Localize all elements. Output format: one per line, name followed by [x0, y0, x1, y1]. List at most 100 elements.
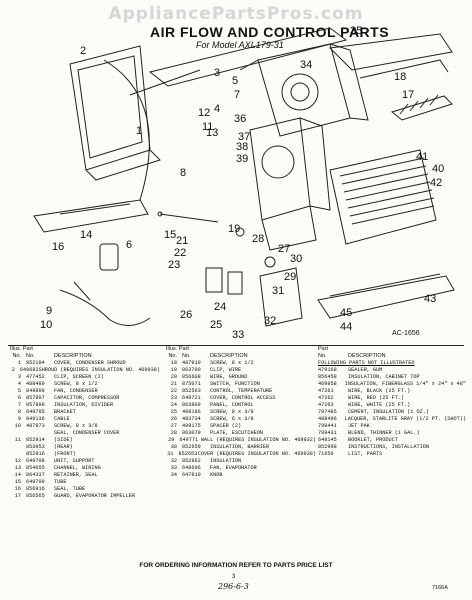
part-description: LACQUER, STARLITE GRAY (1/2 PT. (SHOT)) [344, 416, 466, 422]
watermark: AppliancePartsPros.com [108, 4, 364, 24]
part-number: 857807 [26, 395, 45, 401]
part-description: SPACER (2) [210, 423, 242, 429]
part-description: CLIP, SCREEN (2) [54, 374, 104, 380]
callout-38: 38 [236, 141, 248, 153]
part-description: CAPACITOR, COMPRESSOR [54, 395, 120, 401]
callout-22: 22 [174, 247, 186, 259]
part-description: COVER (REQUIRES INSULATION NO. 469938) [197, 451, 316, 457]
part-description: SHROUD (REQUIRES INSULATION NO. 469938) [38, 367, 160, 373]
part-number: 487910 [182, 360, 201, 366]
part-number: 47263 [318, 402, 334, 408]
part-number: 649795 [26, 409, 45, 415]
part-description: UNIT, SUPPORT [54, 458, 95, 464]
parts-row: 852916(FRONT) [10, 451, 160, 458]
part-number: 852659 [182, 444, 201, 450]
part-description: BRACKET [54, 409, 76, 415]
callout-17: 17 [402, 89, 414, 101]
part-description: WIRE, WHITE (25 FT.) [348, 402, 411, 408]
part-description: WIRE, GROUND [210, 374, 248, 380]
part-number: 852998 [318, 444, 337, 450]
callout-26: 26 [180, 309, 192, 321]
illus-number: 25 [170, 409, 177, 415]
illus-number [10, 430, 21, 437]
description-header: DESCRIPTION [210, 353, 248, 359]
illus-number: 18 [170, 360, 177, 366]
callout-34: 34 [300, 59, 312, 71]
callout-4: 4 [214, 103, 220, 115]
part-description: FAN, EVAPORATOR [210, 465, 257, 471]
part-description: BLEND, THINNER (1 GAL.) [348, 430, 420, 436]
part-number: 649696 [182, 465, 201, 471]
part-number: 488186 [182, 409, 201, 415]
page-number: 3 [232, 574, 236, 580]
model-subtitle: For Model AXL179-31 [196, 40, 284, 50]
description-header: DESCRIPTION [54, 353, 92, 359]
knobs-part [235, 227, 276, 268]
part-description: INSULATION, DIVIDER [54, 402, 114, 408]
illus-number: 24 [170, 402, 177, 408]
callout-40: 40 [432, 163, 444, 175]
part-description: PLATE, ESCUTCHEON [210, 430, 263, 436]
table-top-rule [8, 345, 464, 346]
part-description: RETAINER, SEAL [54, 472, 98, 478]
callout-27: 27 [278, 243, 290, 255]
part-description: WIRE, BLACK (25 FT.) [348, 388, 411, 394]
illus-number: 9 [17, 416, 21, 422]
callout-16: 16 [52, 241, 64, 253]
part-description: (SIDE) [54, 437, 73, 443]
illus-number: 30 [170, 444, 177, 450]
callout-37: 37 [238, 131, 250, 143]
callout-42: 42 [430, 177, 442, 189]
part-number: 71656 [318, 451, 334, 457]
illus-number: 7 [17, 402, 21, 408]
part-number: 649721 [182, 395, 201, 401]
part-number: 47261 [318, 388, 334, 394]
part-description: KNOB [210, 472, 223, 478]
part-number: 47262 [318, 395, 334, 401]
evaporator-coil-part [329, 149, 437, 245]
part-number: 852563 [182, 388, 201, 394]
illus-number: 28 [170, 430, 177, 436]
parts-row: 47261 WIRE, BLACK (25 FT.) [318, 388, 466, 395]
part-description: INSULATION [210, 458, 242, 464]
callout-25: 25 [210, 319, 222, 331]
part-number: 849136 [26, 416, 45, 422]
top-bracket-part [328, 33, 453, 79]
callout-43: 43 [424, 293, 436, 305]
illus-number: 26 [170, 416, 177, 422]
part-number: 479168 [318, 367, 337, 373]
part-description: INSULATION, BARRIER [210, 444, 270, 450]
illus-number: 6 [17, 395, 21, 401]
part-number: 852862 [182, 458, 201, 464]
part-description: BOOKLET, PRODUCT [348, 437, 398, 443]
part-description: SWITCH, FUNCTION [210, 381, 260, 387]
illus-number: 1 [17, 360, 21, 366]
callout-30: 30 [290, 253, 302, 265]
illus-number: 34 [170, 472, 177, 478]
illus-number: 10 [14, 423, 21, 429]
part-description: INSULATION, CABINET TOP [348, 374, 420, 380]
part-number: 856608 [182, 374, 201, 380]
